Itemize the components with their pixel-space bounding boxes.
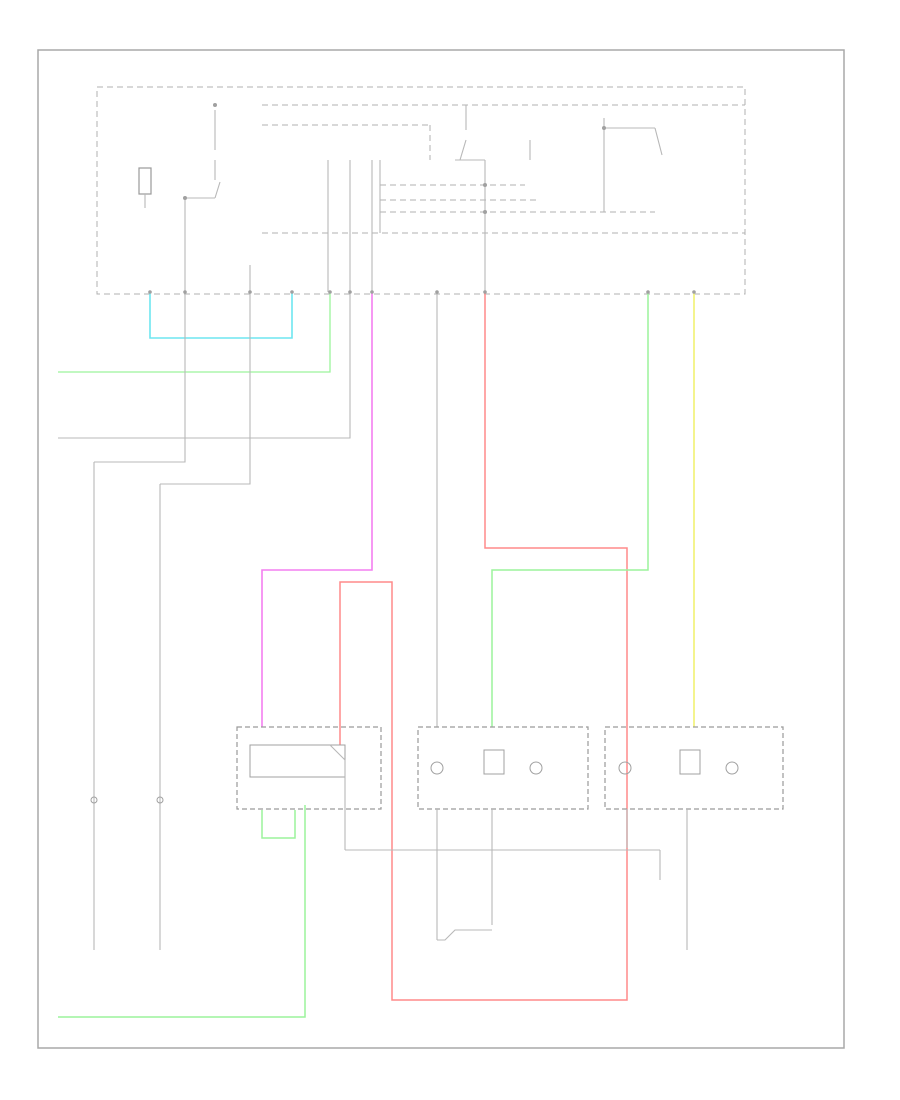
left-relay (138, 103, 221, 292)
pink-wire (261, 292, 373, 727)
connector-pins (148, 290, 696, 294)
green-wire-top (58, 292, 331, 373)
harness-wires (58, 292, 695, 1018)
right-relays (455, 105, 663, 292)
control-unit (96, 86, 746, 295)
cyan-wire (149, 292, 293, 339)
red-wire-right (339, 292, 628, 1001)
green-wire-bottom (261, 810, 296, 839)
switch-wires (249, 160, 381, 292)
diagram-border (37, 49, 845, 1049)
lower-components (90, 726, 784, 950)
green-wire-right (491, 292, 649, 727)
